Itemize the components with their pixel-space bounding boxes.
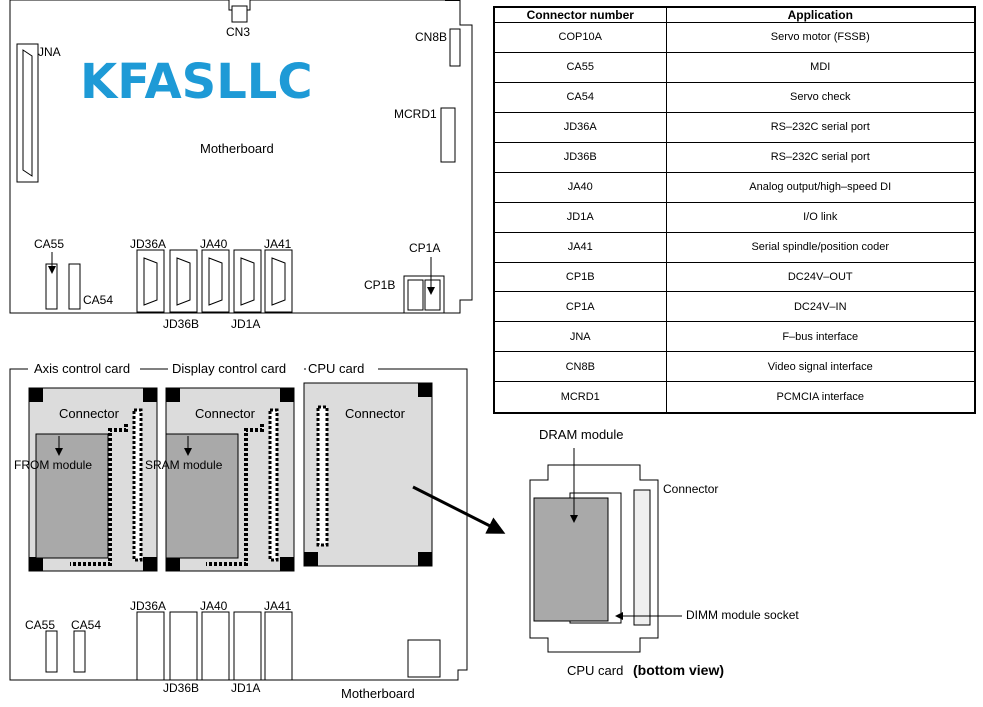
cell-application: RS–232C serial port	[665, 111, 976, 143]
cell-connector: MCRD1	[493, 381, 667, 414]
cell-application: DC24V–IN	[665, 291, 976, 323]
cell-connector: JA41	[493, 231, 667, 263]
label-jd36a-bottom: JD36A	[130, 599, 166, 613]
cell-connector: CP1B	[493, 261, 667, 293]
display-connector-label: Connector	[195, 406, 256, 421]
cell-application: F–bus interface	[665, 321, 976, 353]
cpu-bottom-caption: CPU card	[567, 663, 623, 678]
label-ca55-bottom: CA55	[25, 618, 55, 632]
cell-connector: JNA	[493, 321, 667, 353]
label-mcrd1: MCRD1	[394, 107, 437, 121]
cell-application: DC24V–OUT	[665, 261, 976, 293]
watermark-logo: KFASLLC	[80, 54, 313, 110]
cell-application: MDI	[665, 51, 976, 83]
cell-connector: COP10A	[493, 22, 667, 53]
label-ca54-bottom: CA54	[71, 618, 101, 632]
axis-card-label: Axis control card	[34, 361, 130, 376]
top-board-title: Motherboard	[200, 141, 274, 156]
label-jd1a-top: JD1A	[231, 317, 260, 331]
cell-connector: CA55	[493, 51, 667, 83]
cell-application: Analog output/high–speed DI	[665, 171, 976, 203]
cell-connector: JD36B	[493, 141, 667, 173]
label-jd36b-top: JD36B	[163, 317, 199, 331]
dram-module-label: DRAM module	[539, 427, 624, 442]
cell-connector: CP1A	[493, 291, 667, 323]
cell-application: PCMCIA interface	[665, 381, 976, 414]
display-card-label: Display control card	[172, 361, 286, 376]
label-jd36b-bottom: JD36B	[163, 681, 199, 695]
bottom-view-connector-label: Connector	[663, 482, 718, 496]
header-application: Application	[665, 6, 976, 23]
cell-application: RS–232C serial port	[665, 141, 976, 173]
dsub-connectors	[136, 249, 293, 313]
cell-application: Servo motor (FSSB)	[665, 22, 976, 53]
axis-connector-label: Connector	[59, 406, 120, 421]
sram-module-label: SRAM module	[145, 458, 223, 472]
label-cp1a: CP1A	[409, 241, 440, 255]
cell-application: Servo check	[665, 81, 976, 113]
label-ca54-top: CA54	[83, 293, 113, 307]
cell-application: Video signal interface	[665, 351, 976, 383]
display-control-card: Connector SRAM module	[145, 387, 295, 572]
cell-application: I/O link	[665, 201, 976, 233]
from-module-label: FROM module	[14, 458, 92, 472]
axis-control-card: Connector FROM module	[14, 387, 158, 572]
cpu-card-label: CPU card	[308, 361, 364, 376]
cell-connector: CA54	[493, 81, 667, 113]
label-jd1a-bottom: JD1A	[231, 681, 260, 695]
label-ja40-top: JA40	[200, 237, 228, 251]
bottom-board-title: Motherboard	[341, 686, 415, 701]
cpu-card: Connector	[303, 382, 433, 567]
bottom-motherboard: Axis control card Display control card C…	[9, 361, 468, 701]
label-cn3: CN3	[226, 25, 250, 39]
cell-application: Serial spindle/position coder	[665, 231, 976, 263]
label-ja40-bottom: JA40	[200, 599, 228, 613]
cell-connector: CN8B	[493, 351, 667, 383]
cell-connector: JA40	[493, 171, 667, 203]
cell-connector: JD36A	[493, 111, 667, 143]
header-connector-number: Connector number	[493, 6, 667, 23]
cpu-bottom-caption-bold: (bottom view)	[633, 662, 724, 678]
cpu-connector-label: Connector	[345, 406, 406, 421]
table-header-row: Connector number Application	[493, 6, 976, 23]
cell-connector: JD1A	[493, 201, 667, 233]
label-cn8b: CN8B	[415, 30, 447, 44]
top-motherboard: CN3 JNA KFASLLC Motherboard CN8B MCRD1 C…	[9, 0, 473, 331]
label-jd36a-top: JD36A	[130, 237, 166, 251]
dimm-socket-label: DIMM module socket	[686, 608, 799, 622]
label-jna: JNA	[38, 45, 61, 59]
label-ja41-top: JA41	[264, 237, 292, 251]
label-cp1b: CP1B	[364, 278, 395, 292]
cpu-bottom-view: DRAM module Connector DIMM module socket…	[529, 427, 799, 678]
label-ja41-bottom: JA41	[264, 599, 292, 613]
label-ca55-top: CA55	[34, 237, 64, 251]
